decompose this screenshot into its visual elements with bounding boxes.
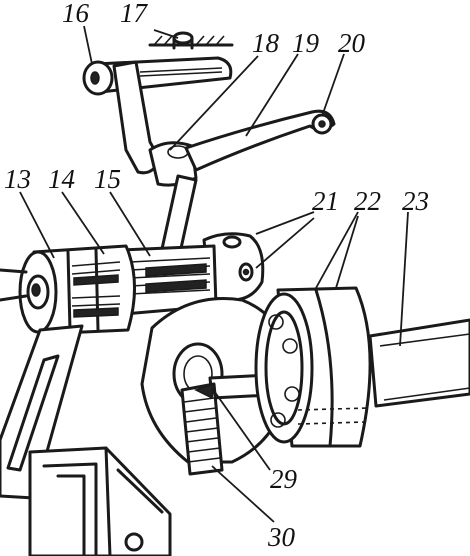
base-block xyxy=(28,446,172,556)
label-20: 20 xyxy=(338,28,366,58)
collar xyxy=(202,232,265,302)
label-16: 16 xyxy=(62,0,90,28)
output-shaft xyxy=(368,318,470,408)
label-17: 17 xyxy=(120,0,149,28)
label-23: 23 xyxy=(402,186,429,216)
bearing xyxy=(254,286,372,448)
frame-arm xyxy=(0,324,84,500)
label-15: 15 xyxy=(94,164,121,194)
label-21: 21 xyxy=(312,186,339,216)
label-29: 29 xyxy=(270,464,298,494)
threaded-shaft xyxy=(118,244,218,316)
coupling xyxy=(0,244,136,336)
label-14: 14 xyxy=(48,164,75,194)
leader-lines xyxy=(19,25,409,523)
labels: 16 17 18 19 20 13 14 15 21 22 23 29 30 xyxy=(4,0,429,552)
threaded-pin xyxy=(180,382,224,476)
label-18: 18 xyxy=(252,28,280,58)
label-13: 13 xyxy=(4,164,31,194)
cam-disc xyxy=(140,297,292,464)
label-19: 19 xyxy=(292,28,320,58)
pivot-shaft xyxy=(82,56,233,96)
lever-arm xyxy=(184,109,336,172)
label-22: 22 xyxy=(354,186,381,216)
fixed-support xyxy=(148,31,234,50)
label-30: 30 xyxy=(267,522,296,552)
lever xyxy=(112,60,198,187)
